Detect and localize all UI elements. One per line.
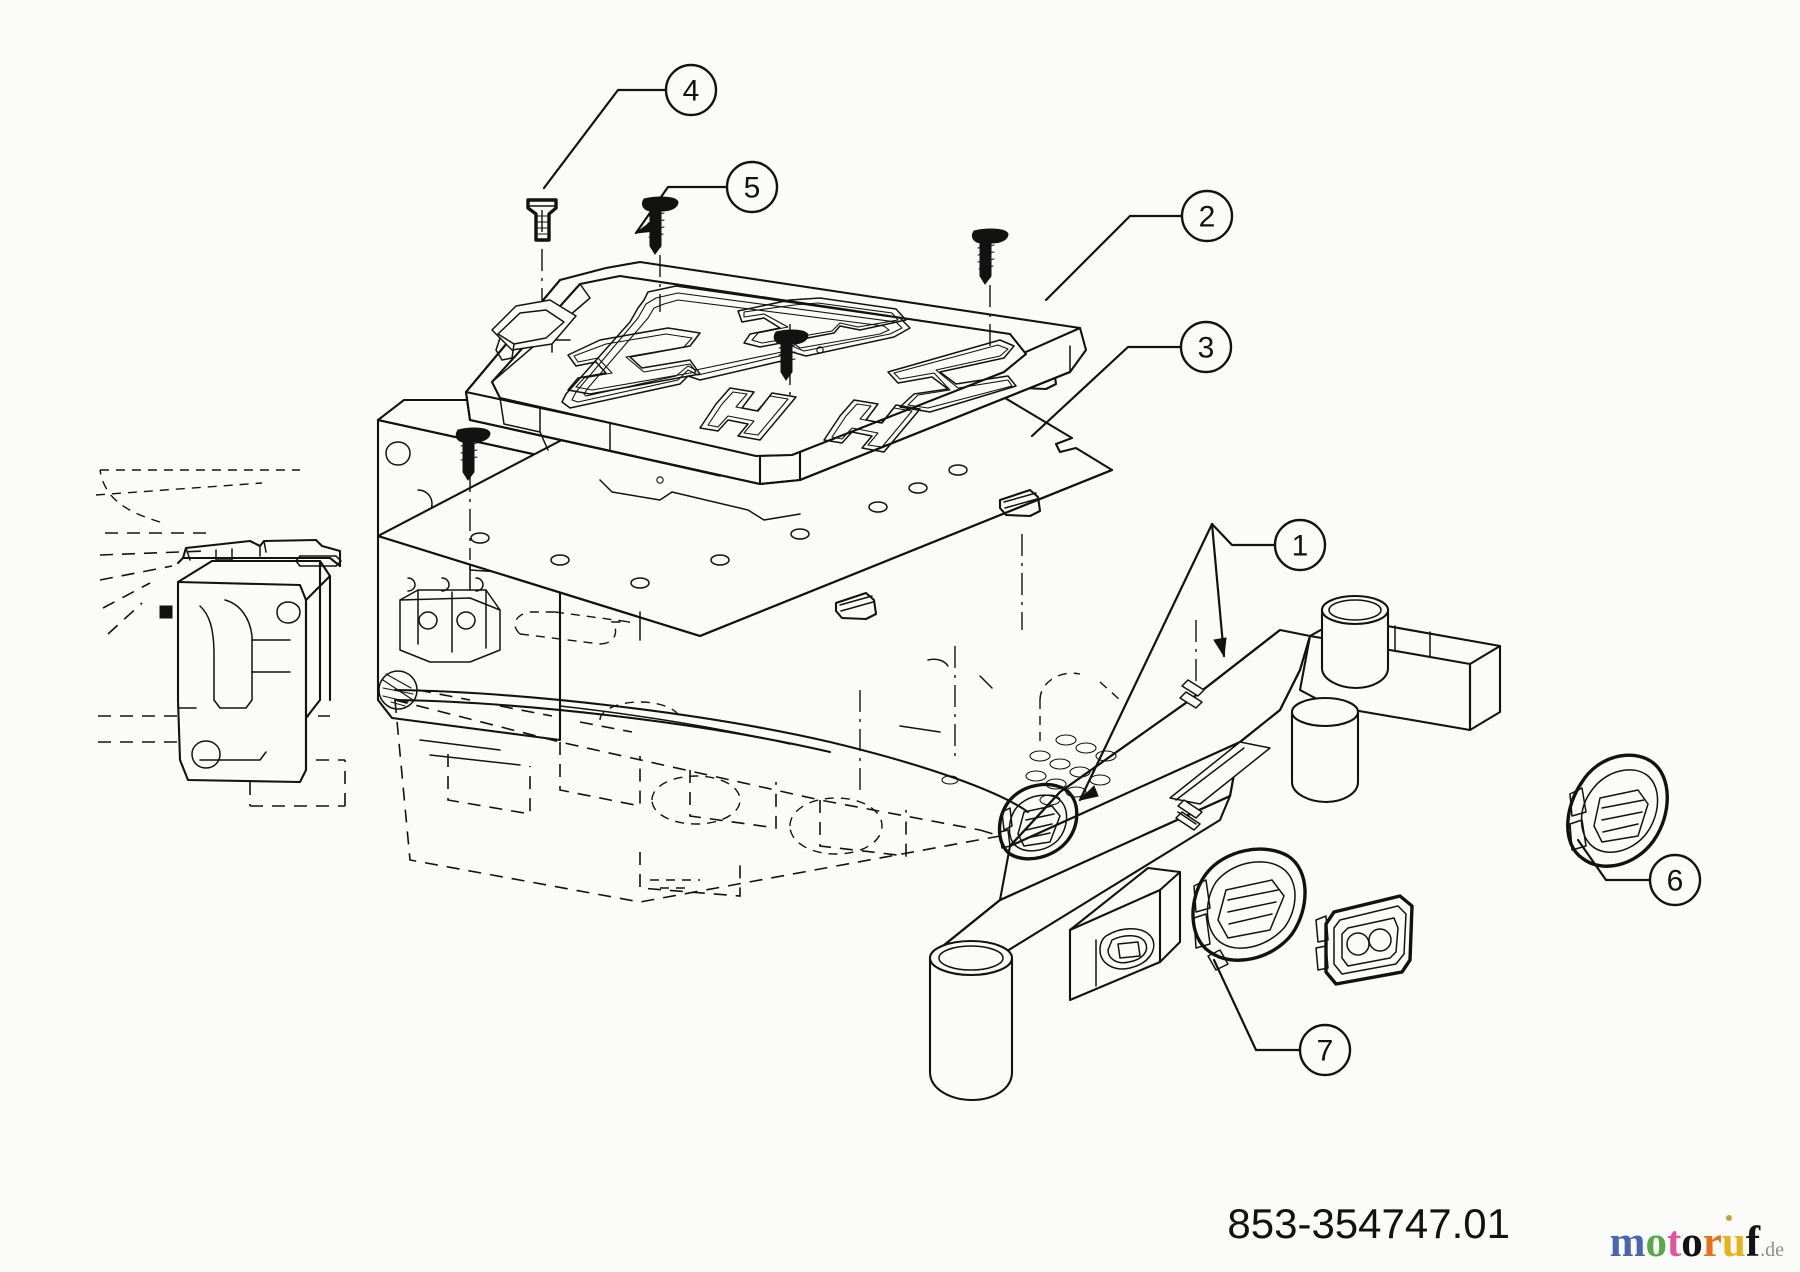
frame-tube-mid [1290,696,1360,804]
leader-lines [542,88,1652,1052]
watermark-letter: u [1721,1219,1746,1266]
callout-4[interactable]: 4 [664,63,718,117]
callout-1-label: 1 [1292,530,1309,563]
callout-7-label: 7 [1317,1035,1334,1068]
rear-frame-assembly [928,594,1502,1102]
footrest-pad-item6 [1566,753,1669,868]
push-rivet-item5-b [971,228,1009,285]
bracket-latch-detail [1099,928,1155,970]
watermark-letter: o [1645,1219,1667,1266]
deck-recesses [599,701,883,855]
callout-1[interactable]: 1 [1273,518,1327,572]
callout-2[interactable]: 2 [1180,189,1234,243]
callout-7[interactable]: 7 [1298,1023,1352,1077]
deck-clip-a [834,591,878,621]
frame-tube-upper-right [1320,594,1390,690]
watermark-letter: r [1702,1219,1722,1266]
callout-5[interactable]: 5 [725,160,779,214]
watermark-letter: f [1745,1219,1761,1266]
mat-corner-clip [491,299,577,361]
push-rivet-item5-c [773,329,809,381]
watermark-letter: o [1681,1219,1703,1266]
footrest-pad-item1-left [997,782,1079,861]
left-top-rail [176,538,342,568]
deck-clip-b [998,488,1042,518]
callout-2-label: 2 [1199,201,1216,234]
watermark-letter: m [1609,1219,1646,1266]
callout-3[interactable]: 3 [1179,320,1233,374]
watermark-letter: t [1666,1219,1682,1266]
callout-4-label: 4 [683,75,700,108]
callout-3-label: 3 [1198,332,1215,365]
footrest-pad-item1-right [1191,847,1307,971]
floor-mat-item2 [464,260,1088,521]
callout-bubbles: 1 2 3 4 5 6 7 [664,63,1702,1077]
watermark-suffix: .de [1760,1239,1784,1261]
callout-6[interactable]: 6 [1648,853,1702,907]
frame-tube-lower-left [928,939,1014,1102]
callout-6-label: 6 [1667,865,1684,898]
callout-5-label: 5 [744,172,761,205]
chassis-deck-hidden [394,611,1121,903]
chassis-deck-surface [393,658,1117,814]
trim-cover-item7 [1315,894,1414,986]
part-number: 853-354747.01 [1227,1200,1510,1247]
watermark-dot [1726,1215,1732,1221]
fastener-centerlines [469,210,1197,790]
motoruf-watermark: motoruf.de [1610,1215,1784,1266]
hex-bolt-item4 [526,198,558,242]
watermark-letters: motoruf [1610,1219,1761,1266]
left-side-panel [159,559,332,784]
push-rivet-item5-d [455,427,491,481]
